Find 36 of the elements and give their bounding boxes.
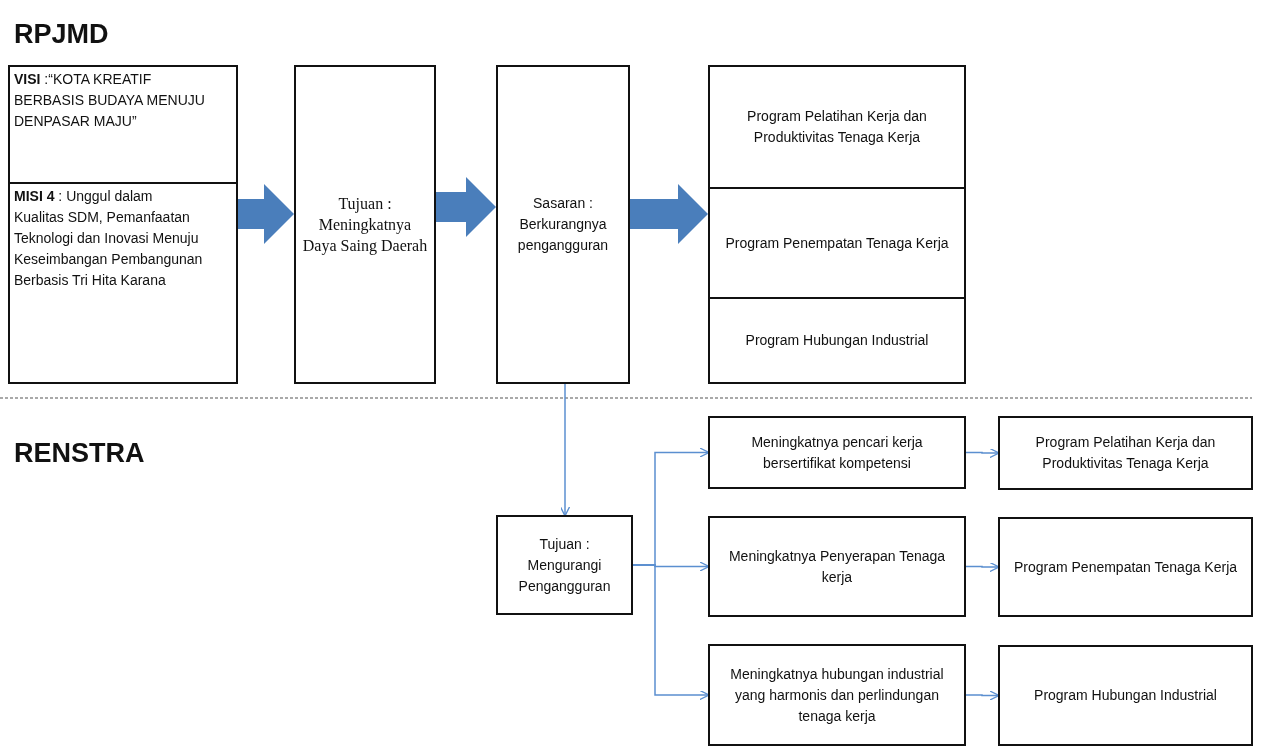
- box-text: VISI :“KOTA KREATIF BERBASIS BUDAYA MENUJU DENPASAR MAJU”: [13, 70, 206, 131]
- arrow: [965, 690, 1000, 701]
- process-box: [496, 515, 633, 615]
- box-text: MISI 4 : Unggul dalam Kualitas SDM, Pemanfaatan Teknologi dan Inovasi Menuju Keseimbangan Pembangunan Berbasis Tri Hita Karana: [13, 187, 204, 290]
- process-box: [708, 516, 966, 617]
- box-text: Meningkatnya pencari kerja bersertifikat kompetensi: [750, 432, 924, 473]
- box-text: Program Hubungan Industrial: [744, 331, 930, 350]
- process-box: [708, 644, 966, 746]
- process-box: [8, 65, 238, 184]
- box-text: Program Hubungan Industrial: [1033, 686, 1218, 705]
- block-arrow: [630, 184, 708, 244]
- arrow: [965, 561, 1000, 573]
- process-box: [294, 65, 436, 384]
- box-text: Program Pelatihan Kerja dan Produktivitas Tenaga Kerja: [746, 107, 928, 147]
- process-box: [998, 645, 1253, 746]
- group-box: [708, 65, 966, 384]
- box-text: Tujuan : Meningkatnya Daya Saing Daerah: [301, 194, 429, 257]
- arrow: [559, 383, 571, 517]
- box-text: Tujuan : Mengurangi Pengangguran: [517, 534, 612, 596]
- box-text: Program Penempatan Tenaga Kerja: [1012, 557, 1239, 577]
- box-text: Meningkatnya Penyerapan Tenaga kerja: [727, 546, 947, 587]
- box-text: Program Pelatihan Kerja dan Produktivitas Tenaga Kerja: [1034, 433, 1217, 473]
- section-heading: RPJMD: [14, 18, 109, 50]
- process-box: [998, 517, 1253, 617]
- arrow: [965, 447, 1000, 459]
- process-box: [496, 65, 630, 384]
- box-text: Meningkatnya hubungan industrial yang harmonis dan perlindungan tenaga kerja: [729, 664, 945, 726]
- process-box: [708, 416, 966, 489]
- section-heading: RENSTRA: [14, 437, 145, 469]
- process-box: [998, 416, 1253, 490]
- process-box: [8, 182, 238, 384]
- box-text: Sasaran : Berkurangnya pengangguran: [516, 194, 610, 255]
- block-arrow: [238, 184, 294, 244]
- block-arrow: [436, 177, 496, 237]
- box-text: Program Penempatan Tenaga Kerja: [724, 233, 950, 253]
- arrow: [632, 564, 710, 701]
